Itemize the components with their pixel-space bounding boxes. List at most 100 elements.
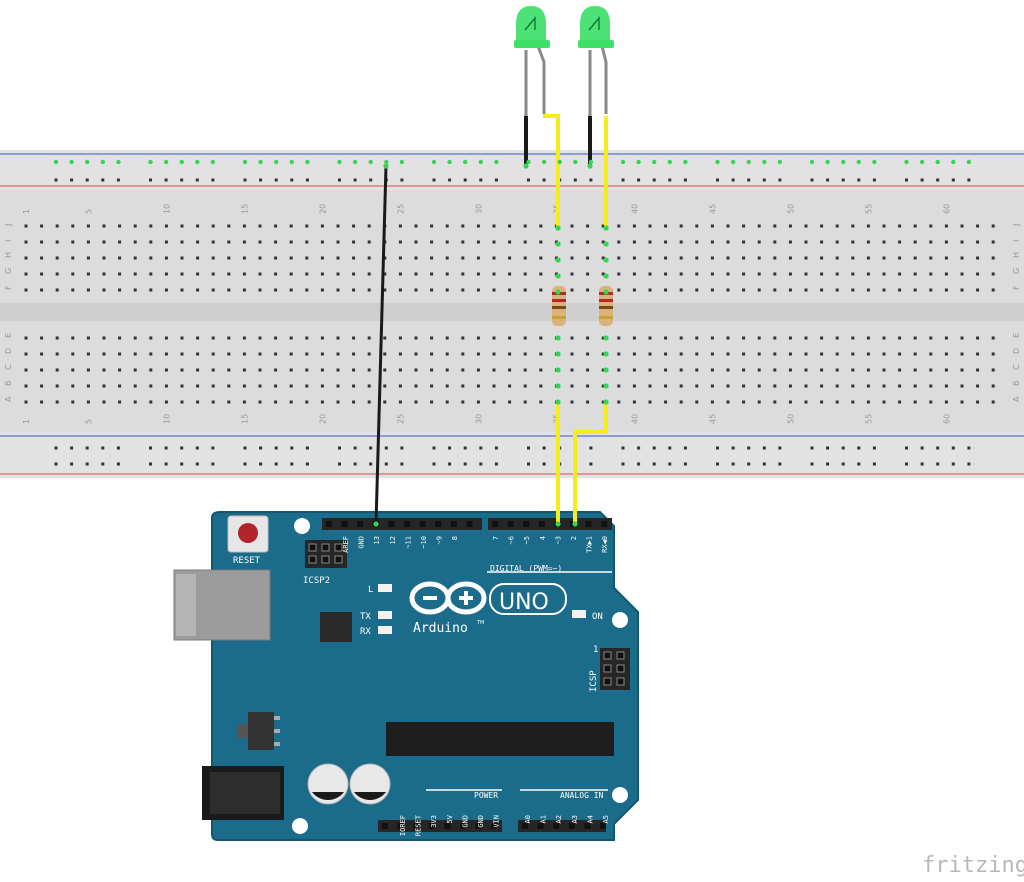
breadboard-hole bbox=[820, 400, 824, 404]
gnd-wire[interactable] bbox=[374, 165, 388, 525]
breadboard-hole bbox=[960, 224, 964, 228]
breadboard-hole bbox=[773, 240, 777, 244]
breadboard-hole bbox=[149, 384, 153, 388]
breadboard-hole bbox=[726, 240, 730, 244]
breadboard-hole bbox=[180, 336, 184, 340]
breadboard-hole bbox=[445, 256, 449, 260]
breadboard-hole bbox=[398, 336, 402, 340]
breadboard-hole bbox=[866, 256, 870, 260]
breadboard-hole bbox=[445, 368, 449, 372]
breadboard-hole bbox=[664, 240, 668, 244]
breadboard-hole bbox=[55, 272, 59, 276]
row-letter: C bbox=[4, 364, 13, 370]
breadboard-hole bbox=[211, 288, 215, 292]
breadboard-hole bbox=[289, 336, 293, 340]
pin-label: A5 bbox=[602, 815, 610, 823]
icsp2-pin bbox=[321, 543, 330, 552]
breadboard-hole bbox=[820, 352, 824, 356]
breadboard-hole bbox=[227, 288, 231, 292]
rail-hole bbox=[290, 178, 294, 182]
breadboard-hole bbox=[492, 352, 496, 356]
breadboard-hole bbox=[695, 336, 699, 340]
breadboard-hole bbox=[242, 224, 246, 228]
breadboard-hole bbox=[133, 352, 137, 356]
breadboard-hole bbox=[492, 240, 496, 244]
breadboard-hole bbox=[289, 240, 293, 244]
breadboard-hole bbox=[102, 368, 106, 372]
breadboard-hole bbox=[461, 384, 465, 388]
connected-rail-hole bbox=[966, 159, 972, 165]
breadboard-hole bbox=[710, 240, 714, 244]
breadboard-hole bbox=[617, 352, 621, 356]
rail-hole bbox=[716, 178, 719, 182]
breadboard-hole bbox=[601, 384, 605, 388]
breadboard-hole bbox=[632, 240, 636, 244]
breadboard-hole bbox=[196, 400, 200, 404]
breadboard-hole bbox=[586, 368, 590, 372]
breadboard-hole bbox=[430, 352, 434, 356]
wires bbox=[374, 114, 608, 525]
connected-rail-hole bbox=[809, 159, 815, 165]
breadboard-hole bbox=[695, 256, 699, 260]
connected-rail-hole bbox=[872, 159, 877, 165]
connected-hole bbox=[555, 241, 561, 247]
breadboard-hole bbox=[71, 368, 75, 372]
breadboard-hole bbox=[882, 288, 886, 292]
breadboard-hole bbox=[40, 256, 44, 260]
breadboard-hole bbox=[601, 352, 605, 356]
breadboard-hole bbox=[570, 224, 574, 228]
pin2-wire[interactable] bbox=[573, 400, 608, 522]
breadboard-hole bbox=[632, 288, 636, 292]
breadboard-hole bbox=[523, 224, 527, 228]
breadboard-hole bbox=[944, 272, 948, 276]
rail-hole bbox=[353, 446, 357, 450]
breadboard-hole bbox=[398, 240, 402, 244]
breadboard-hole bbox=[742, 288, 746, 292]
rail-hole bbox=[369, 462, 373, 466]
rail-hole bbox=[731, 178, 735, 182]
row-letter: F bbox=[1012, 285, 1021, 290]
breadboard-hole bbox=[898, 352, 902, 356]
breadboard-hole bbox=[523, 384, 527, 388]
rail-hole bbox=[384, 462, 388, 466]
connected-rail-hole bbox=[652, 159, 657, 165]
breadboard-hole bbox=[336, 240, 340, 244]
connected-rail-hole bbox=[636, 159, 641, 165]
breadboard-hole bbox=[898, 288, 902, 292]
breadboard-hole bbox=[118, 224, 122, 228]
breadboard-hole bbox=[726, 224, 730, 228]
breadboard-hole bbox=[523, 368, 527, 372]
breadboard-hole bbox=[227, 240, 231, 244]
breadboard-hole bbox=[710, 400, 714, 404]
breadboard-hole bbox=[913, 400, 917, 404]
column-number: 55 bbox=[864, 414, 873, 424]
breadboard-hole bbox=[164, 336, 168, 340]
rail-hole bbox=[826, 178, 830, 182]
breadboard-hole bbox=[539, 384, 543, 388]
breadboard-hole bbox=[960, 272, 964, 276]
connected-rail-hole bbox=[399, 159, 405, 165]
rail-hole bbox=[101, 178, 105, 182]
breadboard-hole bbox=[227, 224, 231, 228]
breadboard-hole bbox=[898, 224, 902, 228]
breadboard-hole bbox=[617, 384, 621, 388]
connected-rail-hole bbox=[163, 159, 169, 165]
breadboard-hole bbox=[258, 240, 262, 244]
breadboard-hole bbox=[617, 368, 621, 372]
reset-button-cap[interactable] bbox=[238, 523, 258, 543]
breadboard-hole bbox=[118, 368, 122, 372]
breadboard-hole bbox=[102, 384, 106, 388]
breadboard-hole bbox=[804, 384, 808, 388]
header-pin bbox=[466, 521, 473, 527]
connected-hole bbox=[555, 273, 561, 279]
breadboard-hole bbox=[164, 368, 168, 372]
breadboard-hole bbox=[617, 224, 621, 228]
breadboard-hole bbox=[211, 336, 215, 340]
breadboard-hole bbox=[788, 336, 792, 340]
breadboard-hole bbox=[664, 368, 668, 372]
led-1-anode-wire[interactable] bbox=[543, 114, 560, 228]
breadboard-hole bbox=[664, 272, 668, 276]
breadboard-hole bbox=[648, 240, 652, 244]
breadboard-hole bbox=[180, 368, 184, 372]
